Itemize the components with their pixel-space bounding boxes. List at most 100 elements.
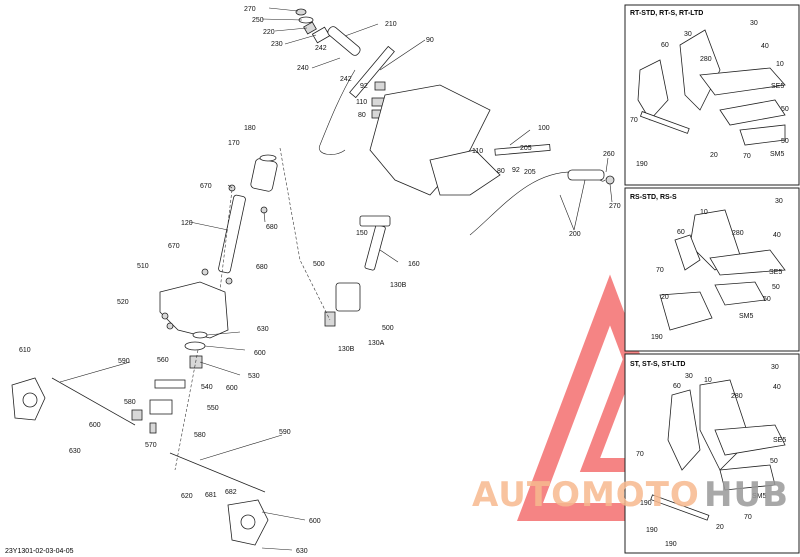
part-170-boot xyxy=(250,158,278,192)
rt-part-50a xyxy=(719,99,786,126)
part-570-bolt xyxy=(149,422,157,434)
callout-170: 170 xyxy=(228,140,240,147)
rt-part-190 xyxy=(639,111,690,134)
part-270-cap xyxy=(295,8,307,16)
diagram-code: 23Y1301-02-03-04-05 xyxy=(5,548,74,555)
callout-rt-50b: 50 xyxy=(781,138,789,145)
callout-630: 630 xyxy=(257,326,269,333)
part-230-sleeve xyxy=(311,26,331,44)
callout-550: 550 xyxy=(207,405,219,412)
part-670-bolt-b xyxy=(201,268,209,276)
callout-530: 530 xyxy=(248,373,260,380)
callout-620: 620 xyxy=(181,493,193,500)
callout-92b: 92 xyxy=(512,167,520,174)
callout-680b: 680 xyxy=(256,264,268,271)
callout-rt-40: 40 xyxy=(761,43,769,50)
leader-lines xyxy=(59,7,613,551)
callout-rt-50a: 50 xyxy=(781,106,789,113)
part-150-plate xyxy=(359,215,391,227)
variant-panels: RT-STD, RT-S, RT-LTD RS-STD, RS-S ST, ST… xyxy=(624,4,800,554)
callout-labels: 270 250 220 230 210 242 240 242 90 92 11… xyxy=(19,6,789,555)
rt-part-50b xyxy=(739,124,786,146)
callout-rt-70a: 70 xyxy=(630,117,638,124)
callout-250: 250 xyxy=(252,17,264,24)
callout-510: 510 xyxy=(137,263,149,270)
assembly-guide-1 xyxy=(279,147,331,321)
callout-92: 92 xyxy=(360,83,368,90)
st-part-arm xyxy=(714,424,786,456)
callout-670: 670 xyxy=(200,183,212,190)
watermark-text-b: HUB xyxy=(704,475,789,515)
callout-rs-280: 280 xyxy=(732,230,744,237)
callout-220: 220 xyxy=(263,29,275,36)
callout-st-70a: 70 xyxy=(636,451,644,458)
rs-part-arm xyxy=(709,249,786,276)
callout-205b: 205 xyxy=(524,169,536,176)
callout-rs-sm5: SM5 xyxy=(739,313,754,320)
part-210-handle xyxy=(327,26,361,56)
callout-st-280: 280 xyxy=(731,393,743,400)
callout-120: 120 xyxy=(181,220,193,227)
rt-part-60 xyxy=(637,59,669,121)
callout-150: 150 xyxy=(356,230,368,237)
callout-rs-50b: 50 xyxy=(763,296,771,303)
part-220-bushing xyxy=(303,21,317,35)
callout-st-70b: 70 xyxy=(744,514,752,521)
callout-st-190c: 190 xyxy=(665,541,677,548)
callout-rt-se5: SE5 xyxy=(771,83,784,90)
callout-242b: 242 xyxy=(340,76,352,83)
callout-500b: 500 xyxy=(382,325,394,332)
panel-st-title: ST, ST-S, ST-LTD xyxy=(630,361,685,368)
st-part-sm5 xyxy=(719,464,776,491)
callout-580: 580 xyxy=(124,399,136,406)
callout-rs-60: 60 xyxy=(677,229,685,236)
callout-90: 90 xyxy=(426,37,434,44)
part-610-hub xyxy=(22,392,38,408)
callout-st-se5: SE5 xyxy=(773,437,786,444)
part-260-grip xyxy=(567,169,605,181)
callout-270b: 270 xyxy=(609,203,621,210)
callout-rs-50a: 50 xyxy=(772,284,780,291)
part-520-bolt-2 xyxy=(166,322,174,330)
callout-210: 210 xyxy=(385,21,397,28)
callout-rt-10: 10 xyxy=(776,61,784,68)
part-130-clamp xyxy=(324,311,336,327)
callout-st-50: 50 xyxy=(770,458,778,465)
callout-560: 560 xyxy=(157,357,169,364)
callout-130B: 130B xyxy=(390,282,407,289)
callout-180: 180 xyxy=(244,125,256,132)
callout-600c: 600 xyxy=(89,422,101,429)
callout-590: 590 xyxy=(118,358,130,365)
callout-rt-30a: 30 xyxy=(750,20,758,27)
callout-st-10: 10 xyxy=(704,377,712,384)
callout-630b: 630 xyxy=(69,448,81,455)
callout-st-sm5: SM5 xyxy=(752,493,767,500)
part-mount-arm xyxy=(429,149,501,196)
callout-st-190b: 190 xyxy=(646,527,658,534)
callout-520: 520 xyxy=(117,299,129,306)
watermark-text: AUTOMOTO HUB xyxy=(472,475,789,515)
panel-rt-title: RT-STD, RT-S, RT-LTD xyxy=(630,10,703,17)
st-part-190 xyxy=(650,494,710,521)
callout-240: 240 xyxy=(297,65,309,72)
assembly-guide-3 xyxy=(174,349,199,471)
callout-540: 540 xyxy=(201,384,213,391)
part-520-bolt xyxy=(161,312,169,320)
callout-270: 270 xyxy=(244,6,256,13)
part-620-hub xyxy=(240,514,256,530)
rt-part-arm xyxy=(699,67,786,96)
part-100-bar xyxy=(494,143,551,156)
callout-110b: 110 xyxy=(472,148,483,155)
part-540-arm xyxy=(154,379,186,389)
callout-st-60: 60 xyxy=(673,383,681,390)
callout-500: 500 xyxy=(313,261,325,268)
callout-242: 242 xyxy=(315,45,327,52)
callout-630c: 630 xyxy=(296,548,308,555)
part-510-rack xyxy=(159,281,229,339)
part-270-end xyxy=(605,175,615,185)
callout-st-30b: 30 xyxy=(685,373,693,380)
callout-80: 80 xyxy=(358,112,366,119)
callout-st-190a: 190 xyxy=(640,500,652,507)
callout-130B-b: 130B xyxy=(338,346,355,353)
